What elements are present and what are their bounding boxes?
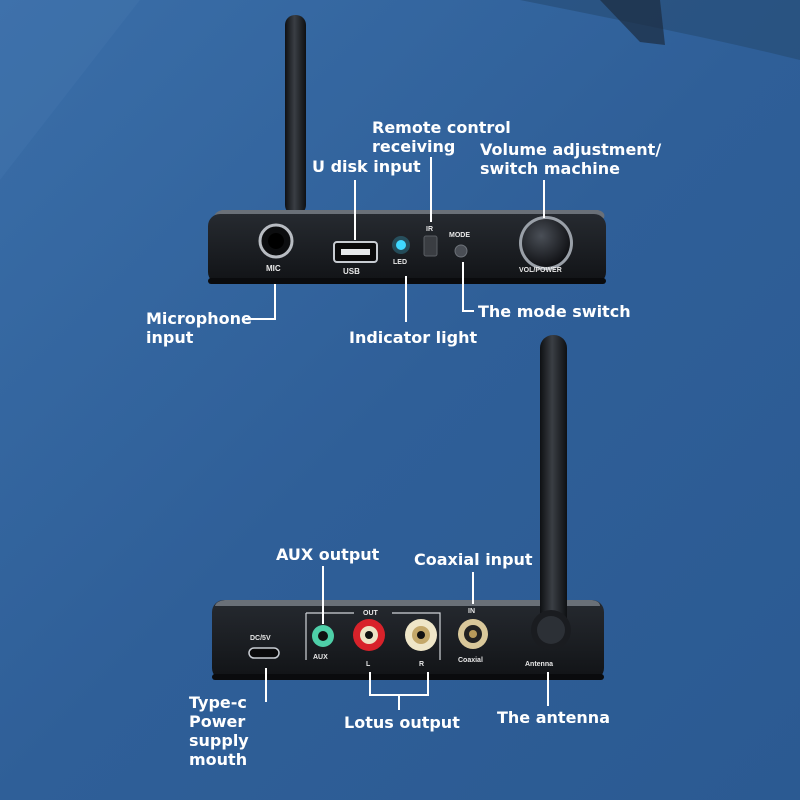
leader-lotus-center bbox=[398, 694, 400, 710]
callout-aux: AUX output bbox=[276, 545, 380, 564]
antenna-panel-label: Antenna bbox=[525, 661, 553, 668]
aux-panel-label: AUX bbox=[313, 654, 328, 661]
leader-usb bbox=[354, 180, 356, 240]
leader-mic-vertical bbox=[274, 284, 276, 320]
callout-u-disk: U disk input bbox=[312, 157, 421, 176]
ir-label: IR bbox=[426, 226, 433, 233]
callout-indicator: Indicator light bbox=[349, 328, 478, 347]
led-label: LED bbox=[393, 259, 407, 266]
leader-lotus-left bbox=[369, 672, 371, 696]
leader-ir bbox=[430, 157, 432, 222]
callout-lotus: Lotus output bbox=[344, 713, 460, 732]
type-c-port bbox=[248, 647, 280, 659]
mic-label: MIC bbox=[266, 264, 281, 273]
in-label: IN bbox=[468, 608, 475, 615]
usb-label: USB bbox=[343, 267, 360, 276]
leader-type-c bbox=[265, 668, 267, 702]
coaxial-panel-label: Coaxial bbox=[458, 657, 483, 664]
callout-volume: Volume adjustment/ switch machine bbox=[480, 140, 662, 178]
mode-button bbox=[454, 244, 468, 258]
leader-mode-horizontal bbox=[462, 310, 474, 312]
l-label: L bbox=[366, 661, 371, 668]
callout-microphone: Microphone input bbox=[146, 309, 252, 347]
front-device-body bbox=[208, 214, 606, 284]
leader-lotus-right bbox=[427, 672, 429, 696]
leader-mic-horizontal bbox=[246, 318, 276, 320]
mode-label: MODE bbox=[449, 232, 470, 239]
front-antenna bbox=[285, 15, 306, 215]
ir-receiver bbox=[423, 235, 438, 257]
leader-antenna bbox=[547, 672, 549, 706]
led-light bbox=[396, 240, 406, 250]
callout-antenna: The antenna bbox=[497, 708, 610, 727]
volume-panel-label: VOL/POWER bbox=[519, 267, 562, 274]
callout-coaxial: Coaxial input bbox=[414, 550, 533, 569]
volume-knob bbox=[522, 219, 570, 267]
leader-coaxial bbox=[472, 572, 474, 604]
out-label: OUT bbox=[363, 610, 378, 617]
callout-type-c: Type-c Power supply mouth bbox=[189, 693, 249, 769]
r-label: R bbox=[419, 661, 425, 668]
dc-label: DC/5V bbox=[250, 635, 271, 642]
leader-led bbox=[405, 276, 407, 322]
leader-mode-vertical bbox=[462, 262, 464, 312]
callout-remote-control: Remote control receiving bbox=[372, 118, 511, 156]
leader-volume bbox=[543, 180, 545, 218]
back-antenna bbox=[540, 335, 567, 635]
callout-mode-switch: The mode switch bbox=[478, 302, 631, 321]
leader-aux bbox=[322, 566, 324, 624]
